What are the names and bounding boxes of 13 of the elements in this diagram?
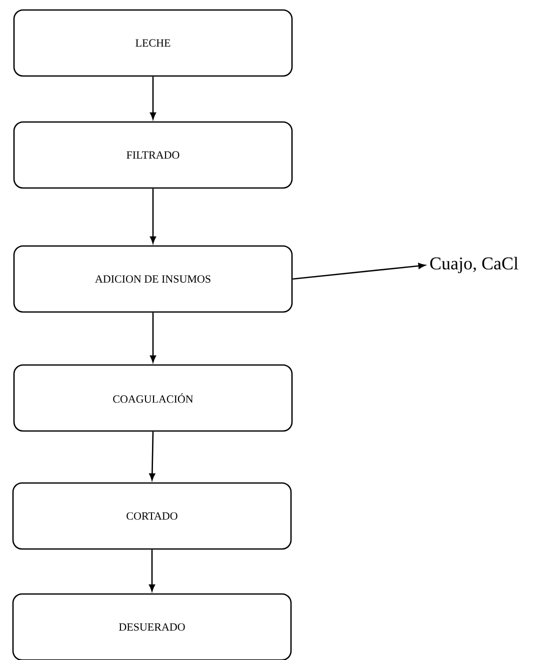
output-label: Cuajo, CaCl xyxy=(430,256,518,274)
process-box: FILTRADO xyxy=(13,121,293,189)
process-box: ADICION DE INSUMOS xyxy=(13,245,293,313)
arrow xyxy=(292,262,426,280)
process-box: LECHE xyxy=(13,9,293,77)
arrow xyxy=(150,188,156,244)
arrow xyxy=(149,550,155,592)
process-box: DESUERADO xyxy=(12,593,292,660)
arrow xyxy=(150,76,156,120)
arrow xyxy=(149,432,156,480)
process-box: COAGULACIÓN xyxy=(13,364,293,432)
arrow xyxy=(150,312,156,362)
process-box: CORTADO xyxy=(12,482,292,550)
